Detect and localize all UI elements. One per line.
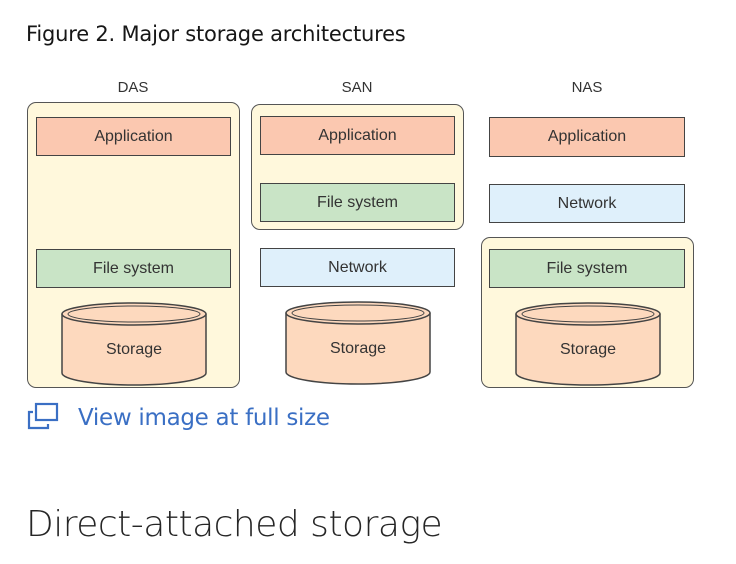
launch-icon (26, 401, 60, 435)
section-heading: Direct-attached storage (26, 504, 443, 545)
san-application-layer: Application (260, 116, 455, 155)
view-full-size-link[interactable]: View image at full size (26, 401, 330, 435)
san-storage-label: Storage (329, 340, 387, 357)
storage-architecture-diagram: DAS Application File system Storage SAN … (27, 79, 694, 388)
das-label: DAS (117, 79, 149, 96)
view-full-size-label: View image at full size (78, 405, 330, 431)
nas-label: NAS (571, 79, 603, 96)
nas-storage-cylinder: Storage (514, 301, 662, 387)
nas-storage-label: Storage (559, 341, 617, 358)
nas-file-system-layer: File system (489, 249, 685, 288)
san-network-layer: Network (260, 248, 455, 287)
figure-caption: Figure 2. Major storage architectures (26, 22, 406, 46)
das-storage-label: Storage (105, 341, 163, 358)
san-storage-cylinder: Storage (284, 300, 432, 386)
san-label: SAN (341, 79, 373, 96)
das-storage-cylinder: Storage (60, 301, 208, 387)
nas-network-layer: Network (489, 184, 685, 223)
das-application-layer: Application (36, 117, 231, 156)
das-file-system-layer: File system (36, 249, 231, 288)
san-file-system-layer: File system (260, 183, 455, 222)
nas-application-layer: Application (489, 117, 685, 157)
